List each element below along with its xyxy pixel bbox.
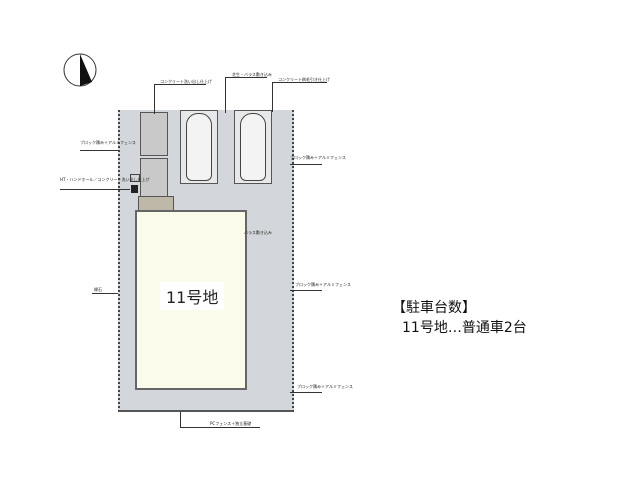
parking-space-1 bbox=[180, 110, 218, 184]
north-arrow-icon bbox=[62, 52, 98, 88]
walkway bbox=[140, 158, 168, 198]
meter-box bbox=[130, 174, 140, 182]
car-icon bbox=[186, 113, 212, 181]
label-block-right-3: ブロック積み＋アルミフェンス bbox=[297, 384, 353, 389]
label-fence-bottom: PCフェンス＋独立基礎 bbox=[210, 421, 252, 426]
label-block-right-1: ブロック積み＋アルミフェンス bbox=[290, 155, 346, 160]
label-curb: 縁石 bbox=[94, 287, 102, 292]
label-gravel-top: 芝生・バラス敷き込み bbox=[232, 72, 272, 77]
parking-info: 【駐車台数】 11号地…普通車2台 bbox=[392, 298, 527, 338]
parking-space-2 bbox=[234, 110, 272, 184]
meter-box bbox=[131, 185, 138, 193]
car-icon bbox=[240, 113, 266, 181]
label-block-left: ブロック積み＋アルミフェンス bbox=[80, 140, 136, 145]
label-block-right-2: ブロック積み＋アルミフェンス bbox=[295, 282, 351, 287]
parking-info-detail: 11号地…普通車2台 bbox=[402, 320, 527, 336]
walkway bbox=[140, 112, 168, 156]
lot-number-label: 11号地 bbox=[160, 282, 225, 310]
parking-info-title: 【駐車台数】 bbox=[392, 300, 476, 316]
label-gravel-side: バラス敷き込み bbox=[244, 230, 272, 235]
label-meter: HT・ハンドホール／コンクリート洗い出し仕上げ bbox=[60, 177, 150, 182]
label-concrete-wash: コンクリート洗い出し仕上げ bbox=[160, 79, 212, 84]
label-concrete-brush: コンクリート刷毛引き仕上げ bbox=[278, 77, 330, 82]
